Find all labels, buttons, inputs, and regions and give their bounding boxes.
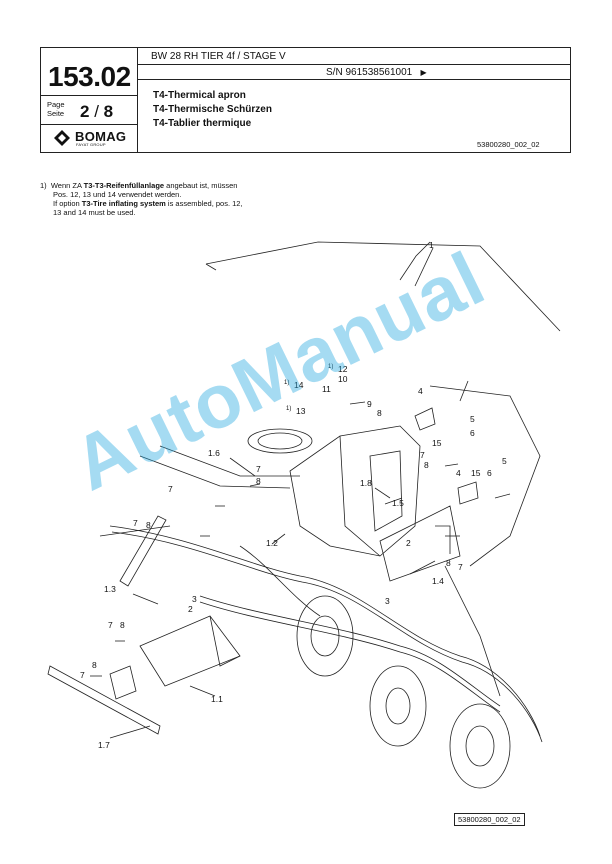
footnote-mark-12: 1) <box>328 364 333 370</box>
callout-5-b: 5 <box>502 456 507 466</box>
footnote: 1) Wenn ZA T3-T3-Reifenfüllanlage angeba… <box>40 181 243 217</box>
footnote-mark-13: 1) <box>286 406 291 412</box>
callout-8: 8 <box>256 476 261 486</box>
callout-2-b: 2 <box>188 604 193 614</box>
callout-1-7: 1.7 <box>98 740 110 750</box>
callout-14: 14 <box>294 380 304 390</box>
callout-1: 1 <box>429 240 434 250</box>
callout-10: 10 <box>338 374 348 384</box>
callout-7-f: 7 <box>420 450 425 460</box>
callout-8-e: 8 <box>377 408 382 418</box>
footnote-mark-14: 1) <box>284 380 289 386</box>
callout-15-b: 15 <box>471 468 481 478</box>
callout-1-6: 1.6 <box>208 448 220 458</box>
callout-13: 13 <box>296 406 306 416</box>
footer-reference: 53800280_002_02 <box>454 813 525 826</box>
callout-8-f: 8 <box>424 460 429 470</box>
callout-2: 2 <box>406 538 411 548</box>
title-de: T4-Thermische Schürzen <box>153 104 272 115</box>
play-arrow-icon: ▶ <box>420 68 427 77</box>
callout-7-c: 7 <box>133 518 138 528</box>
page-code: 153.02 <box>48 61 131 92</box>
callout-7: 7 <box>256 464 261 474</box>
callout-3-b: 3 <box>192 594 197 604</box>
callout-4-b: 4 <box>456 468 461 478</box>
logo-diamond-icon <box>54 130 70 146</box>
callout-7-e: 7 <box>80 670 85 680</box>
callout-1-3: 1.3 <box>104 584 116 594</box>
callout-8-b: 8 <box>146 520 151 530</box>
doc-reference: 53800280_002_02 <box>477 140 540 149</box>
exploded-parts-drawing: 1 1.1 1.2 1.3 1.4 1.5 1.6 1.7 1.8 2 2 3 … <box>47 240 561 789</box>
callout-1-2: 1.2 <box>266 538 278 548</box>
callout-6: 6 <box>470 428 475 438</box>
callout-8-c: 8 <box>120 620 125 630</box>
part-titles: T4-Thermical apron T4-Thermische Schürze… <box>153 89 272 131</box>
model-label: BW 28 RH TIER 4f / STAGE V <box>151 51 286 62</box>
title-fr: T4-Tablier thermique <box>153 118 252 129</box>
bomag-logo: BOMAG FAYAT GROUP <box>53 129 133 149</box>
title-en: T4-Thermical apron <box>153 90 246 101</box>
callout-5: 5 <box>470 414 475 424</box>
callout-1-8: 1.8 <box>360 478 372 488</box>
header-box: BW 28 RH TIER 4f / STAGE V S/N 961538561… <box>40 47 571 153</box>
callout-1-4: 1.4 <box>432 576 444 586</box>
callout-8-d: 8 <box>92 660 97 670</box>
callout-9: 9 <box>367 399 372 409</box>
callout-15: 15 <box>432 438 442 448</box>
callout-1-5: 1.5 <box>392 498 404 508</box>
callout-8-g: 8 <box>446 558 451 568</box>
callout-7-b: 7 <box>168 484 173 494</box>
callout-3: 3 <box>385 596 390 606</box>
callout-7-g: 7 <box>458 562 463 572</box>
callout-11: 11 <box>322 384 331 394</box>
callout-6-b: 6 <box>487 468 492 478</box>
serial-number: S/N 961538561001 ▶ <box>326 67 427 78</box>
header-divider <box>137 48 138 152</box>
callout-1-1: 1.1 <box>211 694 223 704</box>
callout-12: 12 <box>338 364 348 374</box>
callout-4: 4 <box>418 386 423 396</box>
callout-7-d: 7 <box>108 620 113 630</box>
page-label: Page Seite <box>47 100 65 118</box>
page-indicator: 2 / 8 <box>80 102 114 121</box>
